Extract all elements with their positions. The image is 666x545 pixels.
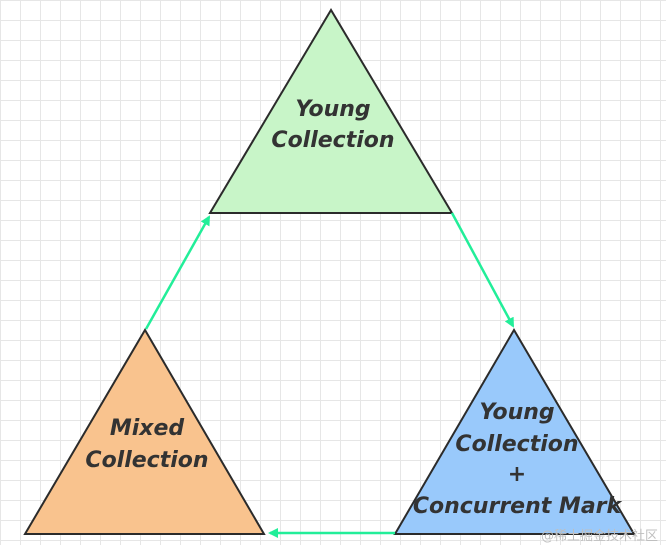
ycm-label-line3: + — [508, 462, 526, 487]
mixed-label-line2: Collection — [85, 448, 208, 473]
young-concurrent-mark-triangle — [393, 328, 636, 535]
young-label-line2: Collection — [271, 128, 394, 153]
young-collection-triangle — [208, 8, 454, 214]
ycm-label-line1: Young — [479, 400, 554, 425]
arrow-mixed-to-young — [144, 215, 211, 330]
mixed-collection-triangle — [23, 328, 266, 535]
ycm-label-line2: Collection — [455, 432, 578, 457]
young-label-line1: Young — [295, 97, 370, 122]
watermark-text: @稀土掘金技术社区 — [541, 528, 658, 544]
arrow-young-to-concurrent-mark — [450, 212, 515, 328]
ycm-label-line4: Concurrent Mark — [413, 494, 623, 519]
mixed-label-line1: Mixed — [110, 416, 185, 441]
